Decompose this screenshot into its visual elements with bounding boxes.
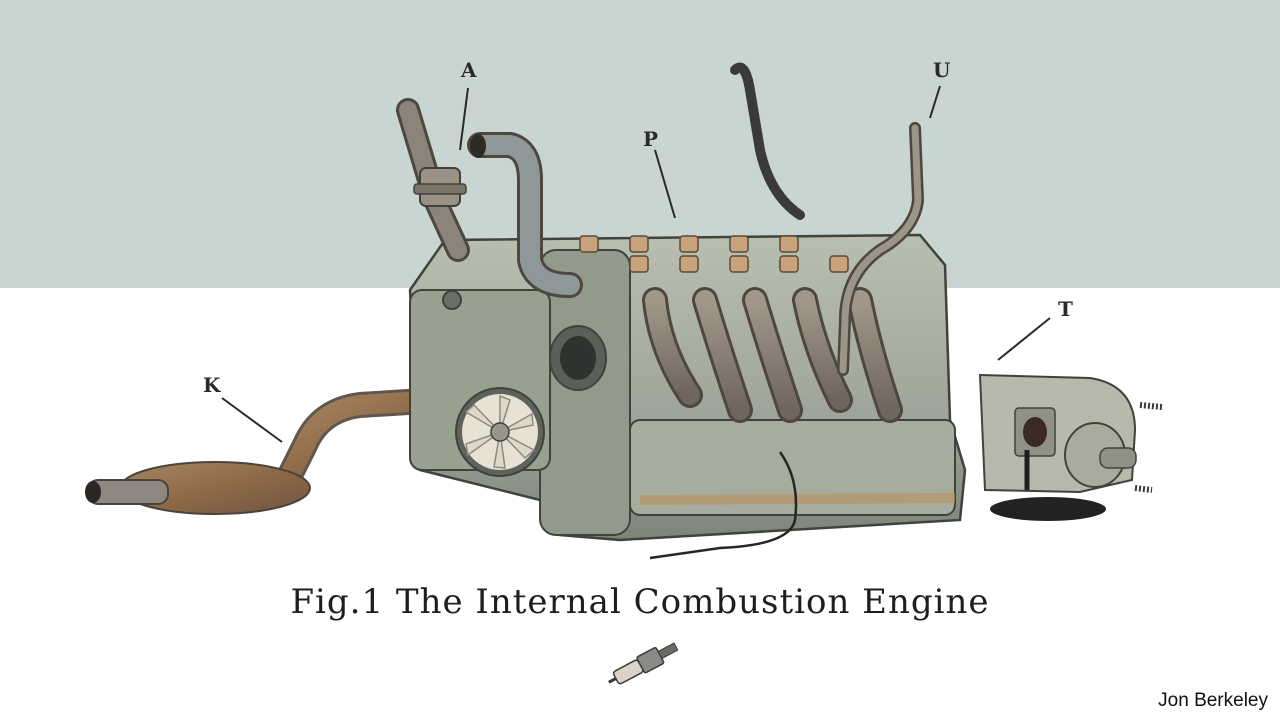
figure-caption: Fig.1 The Internal Combustion Engine [290,582,990,622]
corrugated-hose [730,62,805,220]
leader-lines [221,85,1051,443]
exhaust-muffler [85,387,453,515]
valve-springs [579,235,849,273]
intake-pipe-a [396,98,470,262]
gearbox-t [978,373,1163,494]
coolant-pipe [467,132,583,298]
artist-credit: Jon Berkeley [1158,690,1268,711]
oil-puddle [990,497,1106,521]
ignition-wire [649,451,798,560]
label-u: U [933,58,950,82]
label-t: T [1058,297,1073,321]
spark-plug [608,642,679,685]
label-k: K [203,373,221,397]
label-a: A [460,58,477,82]
cooling-fan [455,387,545,477]
label-p: P [643,127,658,151]
exhaust-manifold [642,287,903,423]
